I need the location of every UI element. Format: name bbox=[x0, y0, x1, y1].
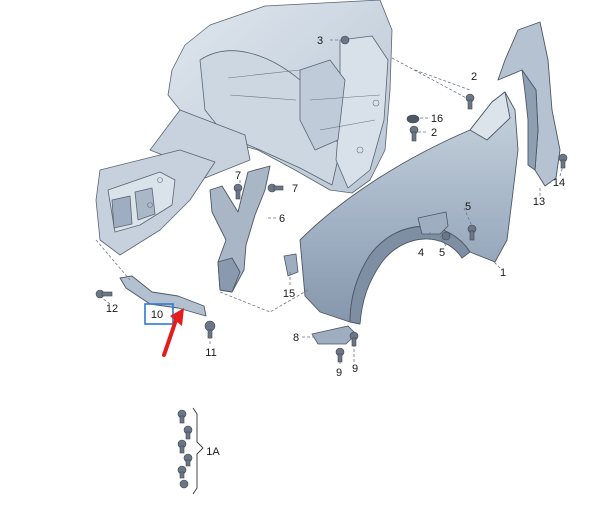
callout-4: 4 bbox=[418, 247, 424, 259]
body-structure bbox=[95, 0, 393, 256]
callout-5-right: 5 bbox=[465, 201, 471, 213]
red-arrow bbox=[162, 308, 184, 357]
callout-6: 6 bbox=[279, 213, 285, 225]
leader-lines bbox=[95, 39, 564, 364]
callout-8: 8 bbox=[293, 332, 299, 344]
fender-part bbox=[299, 91, 519, 325]
kit-bracket-line bbox=[192, 407, 204, 495]
callout-16: 16 bbox=[431, 113, 443, 125]
fastener-kit bbox=[177, 409, 193, 489]
support-bracket bbox=[209, 165, 271, 293]
callout-2-top: 2 bbox=[471, 71, 477, 83]
callout-1: 1 bbox=[500, 267, 506, 279]
callout-2-mid: 2 bbox=[431, 127, 437, 139]
callout-15: 15 bbox=[283, 288, 295, 300]
reinforcement-bar bbox=[119, 275, 207, 317]
callout-7-left: 7 bbox=[235, 170, 241, 182]
highlight-box bbox=[144, 303, 174, 325]
callout-1A: 1A bbox=[206, 446, 220, 458]
callout-13: 13 bbox=[533, 196, 545, 208]
small-brackets bbox=[283, 211, 449, 345]
callout-10: 10 bbox=[151, 309, 163, 321]
callout-9-right: 9 bbox=[352, 363, 358, 375]
callout-labels: 3 2 16 2 7 7 6 5 5 4 1 13 14 15 8 9 9 12… bbox=[106, 35, 565, 458]
callout-5-left: 5 bbox=[439, 247, 445, 259]
wheel-arch-liner bbox=[497, 21, 561, 187]
callout-14: 14 bbox=[553, 177, 565, 189]
callout-12: 12 bbox=[106, 303, 118, 315]
bolts bbox=[95, 35, 568, 363]
callout-9-left: 9 bbox=[336, 367, 342, 379]
callout-3: 3 bbox=[317, 35, 323, 47]
callout-7-right: 7 bbox=[292, 183, 298, 195]
callout-11: 11 bbox=[205, 347, 216, 359]
